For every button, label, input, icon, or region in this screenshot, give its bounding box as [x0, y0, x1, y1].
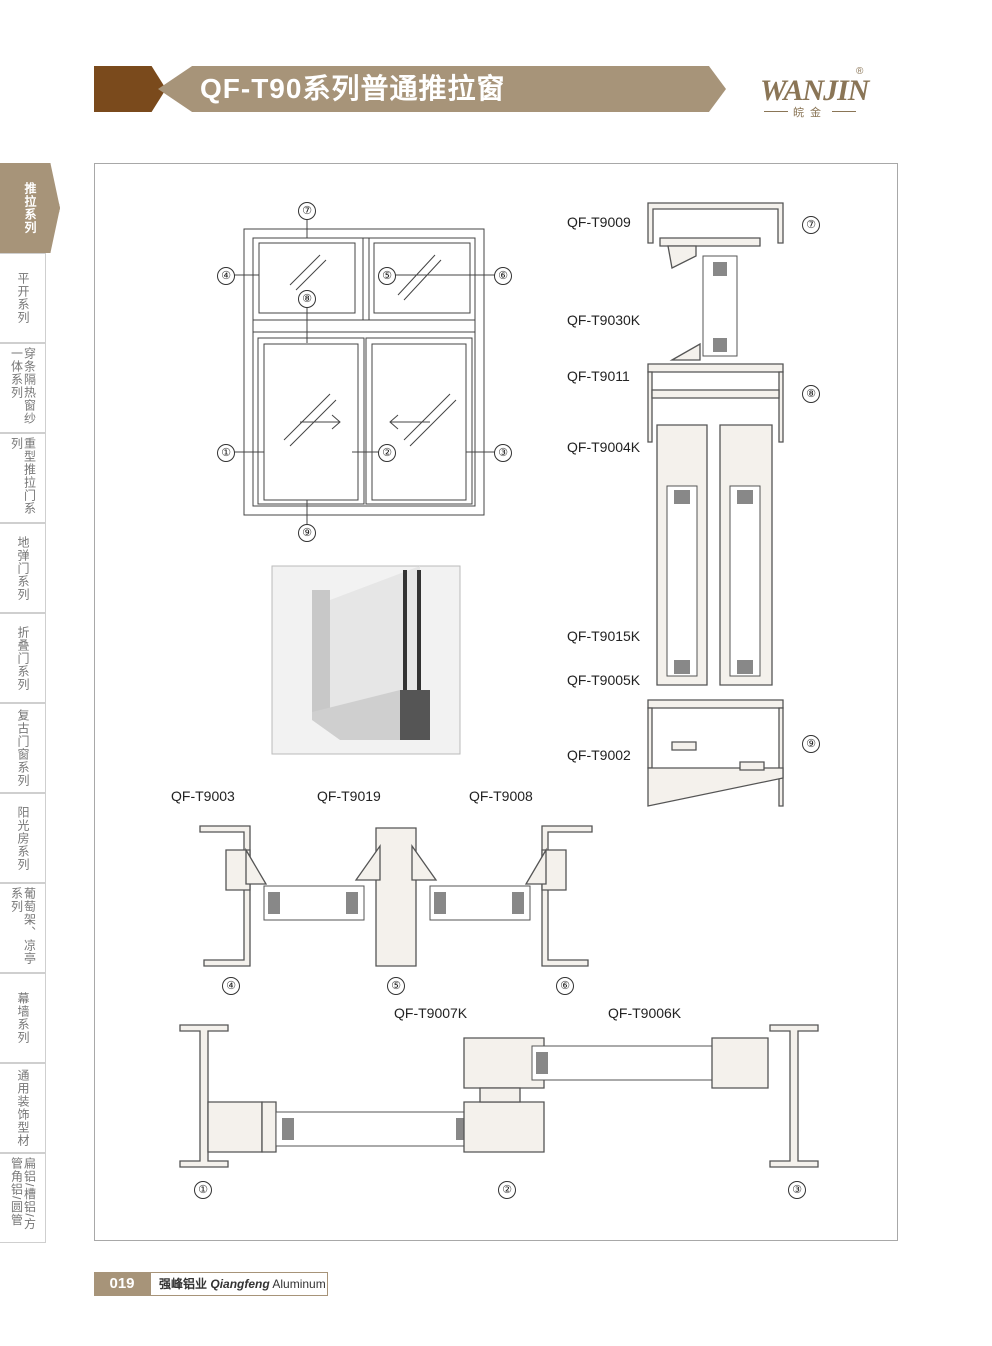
sidebar-item-decorative[interactable]: 通用装饰型材: [0, 1063, 46, 1153]
marker-6: ⑥: [494, 267, 512, 285]
section-1-2-3: [179, 1024, 819, 1168]
label-qf-t9008: QF-T9008: [469, 788, 533, 804]
header-accent: [94, 66, 166, 112]
marker-4-section: ④: [222, 977, 240, 995]
brand-en-1: Qiangfeng: [210, 1277, 270, 1291]
label-qf-t9030k: QF-T9030K: [567, 312, 641, 328]
sidebar-item-retro[interactable]: 复古门窗系列: [0, 703, 46, 793]
marker-9-section: ⑨: [802, 735, 820, 753]
label-qf-t9015k: QF-T9015K: [567, 628, 641, 644]
section-4-5-6: [199, 825, 593, 967]
label-qf-t9002: QF-T9002: [567, 747, 631, 763]
label-qf-t9003: QF-T9003: [171, 788, 235, 804]
marker-8: ⑧: [298, 290, 316, 308]
label-qf-t9005k: QF-T9005K: [567, 672, 641, 688]
sidebar-item-heavy-sliding[interactable]: 重型推拉门系列: [0, 433, 46, 523]
brand-logo: WANJIN: [760, 74, 869, 107]
marker-7-section: ⑦: [802, 216, 820, 234]
marker-3-section: ③: [788, 1181, 806, 1199]
label-qf-t9019: QF-T9019: [317, 788, 381, 804]
sidebar-item-thermal-screen[interactable]: 穿条隔热窗纱一体系列: [0, 343, 46, 433]
logo-rule-right: [832, 111, 856, 112]
marker-2: ②: [378, 444, 396, 462]
label-qf-t9011: QF-T9011: [567, 368, 630, 384]
sidebar-item-casement[interactable]: 平开系列: [0, 253, 46, 343]
sidebar-item-label: 通用装饰型材: [16, 1069, 30, 1147]
marker-9: ⑨: [298, 524, 316, 542]
brand-cn: 强峰铝业: [159, 1277, 208, 1291]
logo-rule-left: [764, 111, 788, 112]
page-number: 019: [94, 1272, 150, 1296]
brand-en-2: Aluminum: [272, 1277, 326, 1291]
sidebar-item-flat-bars[interactable]: 扁铝/槽铝/方管角铝/圆管: [0, 1153, 46, 1243]
label-qf-t9009: QF-T9009: [567, 214, 631, 230]
sidebar-item-sunroom[interactable]: 阳光房系列: [0, 793, 46, 883]
marker-1: ①: [217, 444, 235, 462]
sidebar-item-folding[interactable]: 折叠门系列: [0, 613, 46, 703]
label-qf-t9006k: QF-T9006K: [608, 1005, 682, 1021]
category-sidebar: 推拉系列 平开系列 穿条隔热窗纱一体系列 重型推拉门系列 地弹门系列 折叠门系列…: [0, 163, 60, 1243]
sidebar-item-label: 穿条隔热窗纱一体系列: [9, 347, 37, 425]
label-qf-t9004k: QF-T9004K: [567, 439, 641, 455]
footer-brand: 强峰铝业 Qiangfeng Aluminum: [150, 1272, 328, 1296]
marker-5-section: ⑤: [387, 977, 405, 995]
sidebar-item-floor-spring[interactable]: 地弹门系列: [0, 523, 46, 613]
window-elevation: [233, 218, 496, 524]
sidebar-item-label: 葡萄架、凉亭系列: [9, 887, 37, 965]
sidebar-item-label: 幕墙系列: [16, 992, 30, 1044]
sidebar-item-label: 推拉系列: [23, 182, 37, 234]
marker-6-section: ⑥: [556, 977, 574, 995]
marker-4: ④: [217, 267, 235, 285]
sidebar-item-label: 扁铝/槽铝/方管角铝/圆管: [9, 1157, 37, 1231]
marker-1-section: ①: [194, 1181, 212, 1199]
sidebar-item-curtain-wall[interactable]: 幕墙系列: [0, 973, 46, 1063]
registered-mark: ®: [856, 66, 864, 77]
header-band: [158, 66, 726, 112]
marker-5: ⑤: [378, 267, 396, 285]
marker-8-section: ⑧: [802, 385, 820, 403]
profile-photo: [271, 565, 461, 755]
marker-7: ⑦: [298, 202, 316, 220]
sidebar-item-sliding[interactable]: 推拉系列: [0, 163, 60, 253]
sidebar-item-label: 阳光房系列: [16, 805, 30, 871]
marker-2-section: ②: [498, 1181, 516, 1199]
sidebar-item-label: 重型推拉门系列: [9, 437, 37, 515]
content-frame: [94, 163, 898, 1241]
sidebar-item-label: 复古门窗系列: [16, 709, 30, 787]
label-qf-t9007k: QF-T9007K: [394, 1005, 468, 1021]
page-title: QF-T90系列普通推拉窗: [200, 73, 506, 104]
vertical-section: [647, 202, 784, 807]
sidebar-item-label: 地弹门系列: [16, 535, 30, 601]
sidebar-item-label: 平开系列: [16, 272, 30, 324]
logo-chinese: 皖金: [793, 107, 827, 119]
sidebar-item-label: 折叠门系列: [16, 625, 30, 691]
marker-3: ③: [494, 444, 512, 462]
sidebar-item-pergola[interactable]: 葡萄架、凉亭系列: [0, 883, 46, 973]
